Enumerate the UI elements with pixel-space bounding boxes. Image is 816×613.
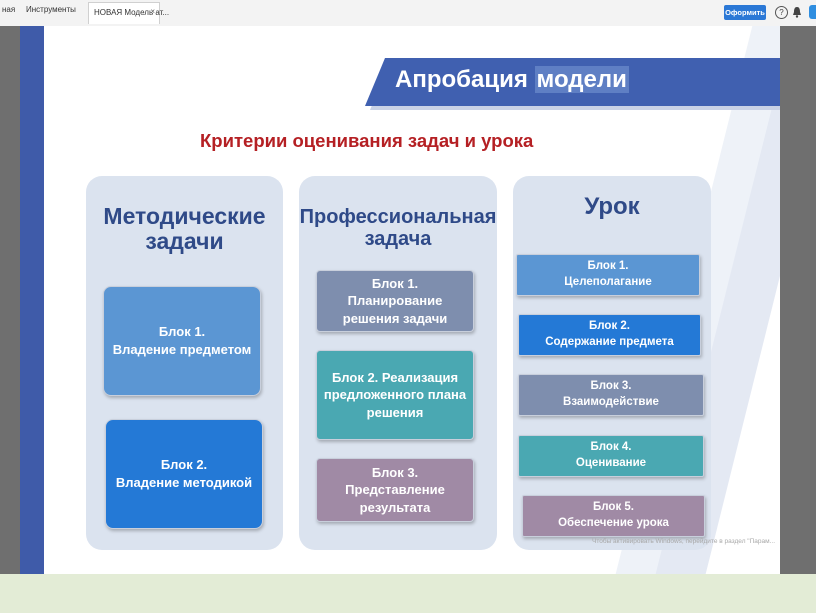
block-text: решения задачи [342,310,448,326]
tab-partial[interactable]: ная [2,5,16,14]
block-text: Содержание предмета [545,336,674,348]
block-title: Блок 1. Планирование [347,275,443,309]
block-text: решения [366,404,424,420]
bottom-strip [0,574,816,613]
block-text: Оценивание [575,457,647,469]
block-title: Блок 3. Представление [345,464,445,498]
block-goal-setting: Блок 1. Целеполагание [516,254,700,296]
block-presentation: Блок 3. Представление результата [316,458,474,522]
panel-heading-professional: Профессиональная задача [299,206,497,250]
block-subject-content: Блок 2. Содержание предмета [518,314,701,356]
activation-watermark: Чтобы активировать Windows, перейдите в … [592,538,776,545]
bell-icon[interactable] [792,6,802,18]
block-text: Владение методикой [115,475,253,490]
block-lesson-support: Блок 5. Обеспечение урока [522,495,705,537]
right-margin [780,26,816,574]
block-methodology-mastery: Блок 2. Владение методикой [105,419,263,529]
block-text: Целеполагание [564,276,652,288]
heading-line: Методические [103,203,266,229]
block-title: Блок 1. [587,260,629,273]
block-text: результата [359,499,431,515]
block-text: предложенного плана [323,387,467,403]
slide-title: Апробация модели [395,66,629,94]
block-title: Блок 2. Реализация [331,369,459,385]
tab-tools[interactable]: Инструменты [26,5,76,14]
panel-heading-methodical: Методические задачи [86,203,283,255]
slide: Апробация модели Критерии оценивания зад… [20,26,780,574]
slide-subtitle: Критерии оценивания задач и урока [200,130,534,151]
slide-accent-bar [20,26,44,574]
design-button[interactable]: Оформить [724,5,766,20]
left-margin [0,26,20,574]
block-title: Блок 2. [160,457,208,473]
block-interaction: Блок 3. Взаимодействие [518,374,704,416]
block-assessment: Блок 4. Оценивание [518,435,704,477]
slide-title-highlight: модели [534,66,629,93]
block-title: Блок 3. [590,380,632,393]
block-subject-mastery: Блок 1. Владение предметом [103,286,261,396]
block-title: Блок 2. [589,320,630,333]
tab-document-label: НОВАЯ Модель ат... [94,8,170,17]
heading-line: Профессиональная [299,206,497,228]
panel-lesson [513,176,711,550]
tab-bar: ная Инструменты НОВАЯ Модель ат... × Офо… [0,0,816,27]
heading-line: задача [364,228,432,250]
block-planning: Блок 1. Планирование решения задачи [316,270,474,332]
block-title: Блок 4. [590,441,632,454]
help-icon[interactable]: ? [775,6,788,19]
tab-document[interactable]: НОВАЯ Модель ат... × [88,2,169,24]
block-text: Обеспечение урока [558,517,669,529]
block-title: Блок 1. [158,324,206,340]
block-title: Блок 5. [593,501,634,514]
edge-icon[interactable] [809,5,816,19]
slide-title-main: Апробация [395,66,528,93]
heading-line: задачи [145,228,224,255]
block-text: Владение предметом [112,342,252,357]
heading-line: Урок [584,193,640,220]
block-implementation: Блок 2. Реализация предложенного плана р… [316,350,474,440]
block-text: Взаимодействие [563,396,659,408]
close-icon[interactable]: × [150,7,155,16]
panel-heading-lesson: Урок [513,193,711,220]
